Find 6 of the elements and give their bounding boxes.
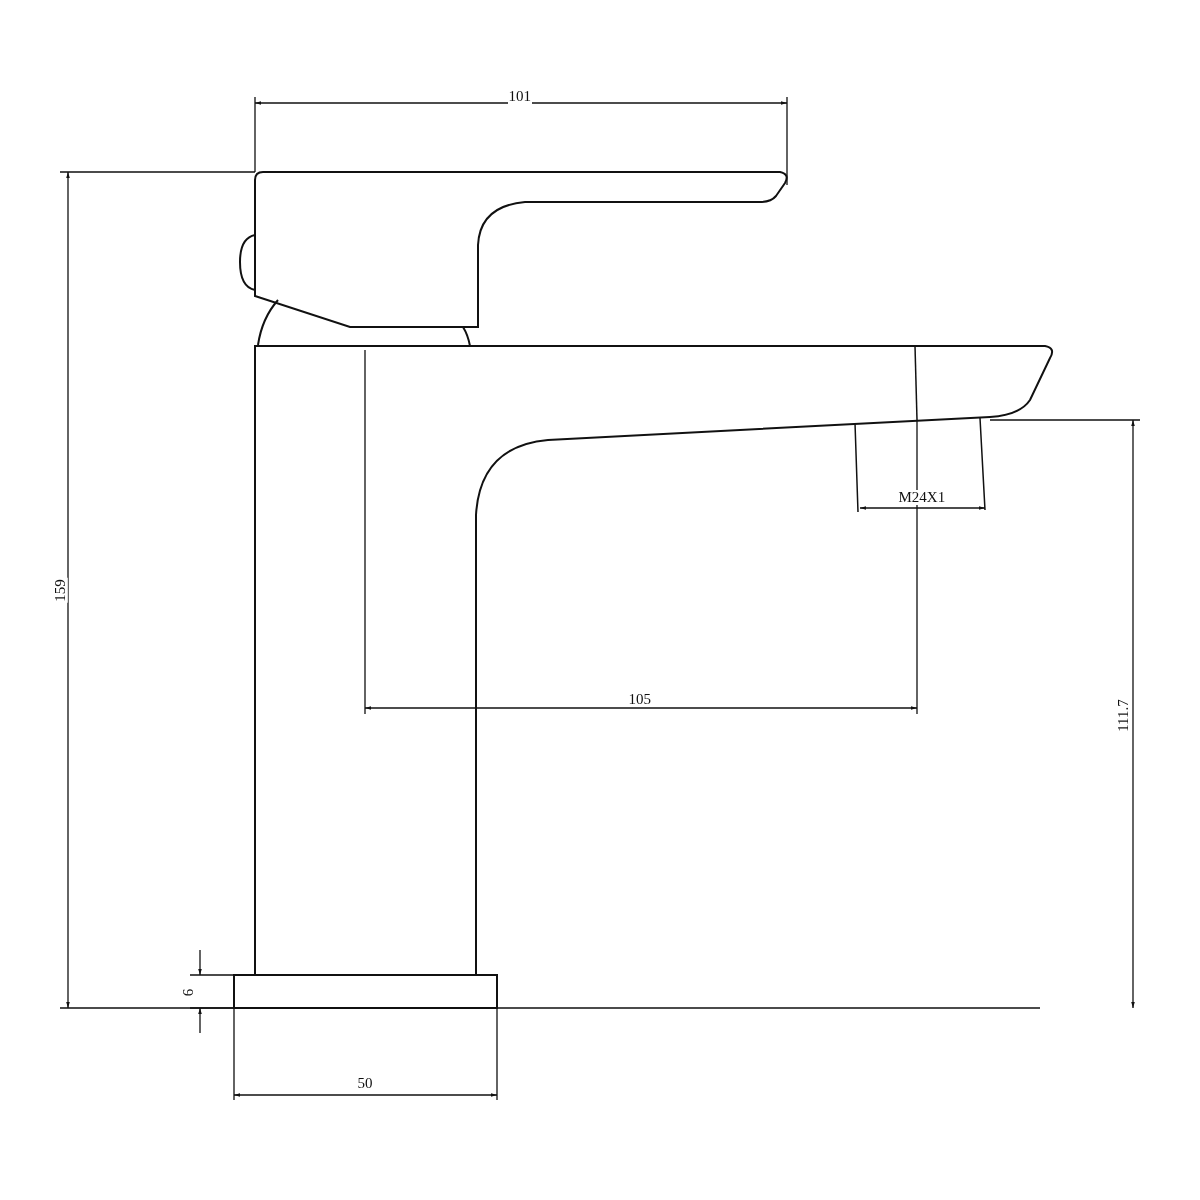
dimension-label: M24X1 xyxy=(897,489,947,505)
dimension-label: 101 xyxy=(507,88,532,104)
dimension-label: 159 xyxy=(52,577,68,603)
dimension-label: 111.7 xyxy=(1115,697,1131,733)
dimension-label: 50 xyxy=(356,1075,374,1091)
dimension-label: 105 xyxy=(627,691,652,707)
